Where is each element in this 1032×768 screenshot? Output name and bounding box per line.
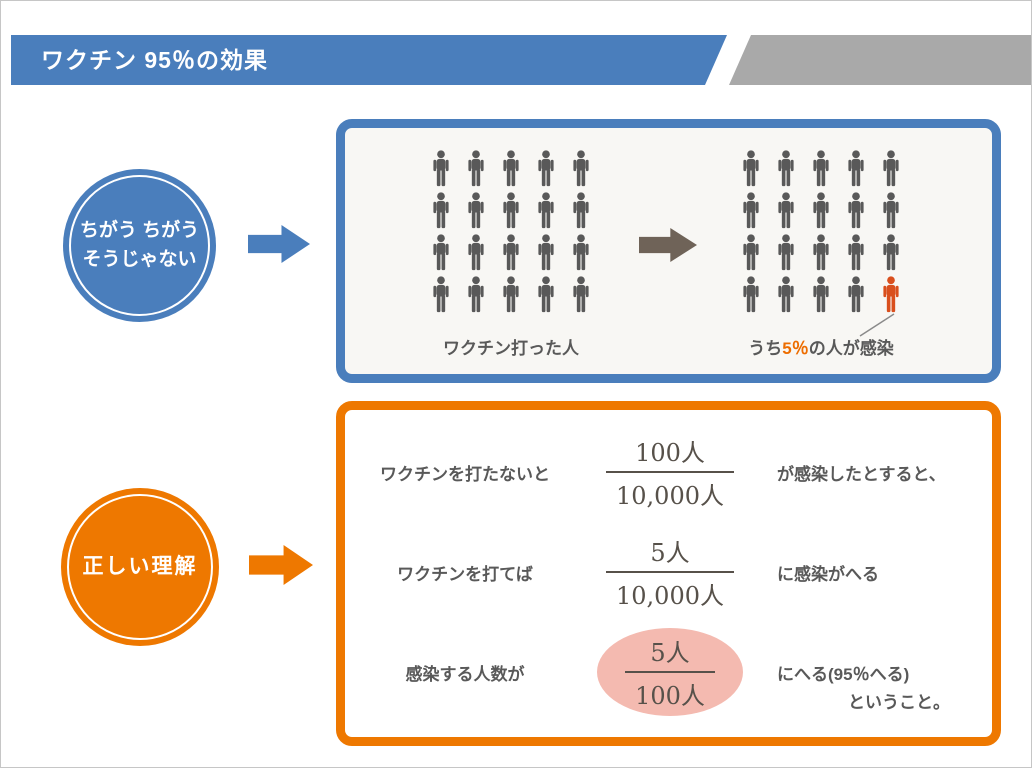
correct-box: ワクチンを打たないと 100人 10,000人 が感染したとすると、 ワクチンを… — [336, 401, 1001, 746]
person-icon — [571, 234, 591, 272]
person-icon — [811, 234, 831, 272]
person-icon — [811, 192, 831, 230]
person-icon — [501, 276, 521, 314]
infected-label: うち5％の人が感染 — [701, 334, 941, 359]
calc-label-no-vaccine: ワクチンを打たないと — [380, 464, 550, 484]
person-icon — [431, 192, 451, 230]
person-icon — [776, 192, 796, 230]
misconception-box: ワクチン打った人 うち5％の人が感染 — [336, 119, 1001, 383]
person-icon — [571, 276, 591, 314]
person-icon — [846, 276, 866, 314]
calc-label-result: 感染する人数が — [405, 664, 525, 684]
person-icon — [466, 150, 486, 188]
leader-line — [859, 313, 895, 337]
person-icon — [536, 276, 556, 314]
title-bar-gray-accent — [729, 35, 1031, 85]
calc-row-vaccine: ワクチンを打てば 5人 10,000人 に感染がへる — [345, 522, 992, 622]
dark-arrow-right-icon — [639, 228, 697, 262]
person-icon — [501, 192, 521, 230]
person-icon — [881, 192, 901, 230]
person-icon — [536, 150, 556, 188]
person-icon — [811, 150, 831, 188]
fraction-numerator: 5人 — [650, 639, 690, 667]
vaccinated-people-grid — [431, 150, 591, 314]
page-title: ワクチン 95％の効果 — [41, 47, 268, 73]
person-icon — [846, 234, 866, 272]
person-icon — [776, 276, 796, 314]
person-icon — [501, 150, 521, 188]
person-icon — [536, 192, 556, 230]
conclusion-text: ということ。 — [848, 693, 950, 712]
infected-label-prefix: うち — [748, 339, 783, 358]
infected-label-suffix: の人が感染 — [808, 339, 894, 358]
correct-circle-ring — [67, 494, 213, 640]
person-icon — [741, 234, 761, 272]
person-icon — [431, 276, 451, 314]
misconception-line1: ちがう ちがう — [79, 220, 200, 241]
fraction-col: 100人 10,000人 — [585, 433, 755, 511]
fraction-col: 5人 10,000人 — [585, 533, 755, 611]
calc-row-no-vaccine: ワクチンを打たないと 100人 10,000人 が感染したとすると、 — [345, 422, 992, 522]
calc-result-no-vaccine: が感染したとすると、 — [777, 464, 946, 484]
fraction-denominator: 10,000人 — [606, 471, 734, 511]
calc-result-result: にへる(95％へる) — [777, 664, 910, 684]
fraction-numerator: 100人 — [635, 439, 705, 467]
fraction-col: 5人 100人 — [585, 628, 755, 716]
person-icon — [776, 234, 796, 272]
misconception-circle-label: ちがう ちがう そうじゃない — [63, 169, 216, 322]
person-icon — [741, 276, 761, 314]
blue-arrow-right-icon — [248, 225, 310, 263]
infected-people-grid — [741, 150, 901, 314]
correct-circle: 正しい理解 — [61, 488, 219, 646]
infected-person-icon — [881, 276, 901, 314]
person-icon — [431, 150, 451, 188]
vaccinated-label: ワクチン打った人 — [443, 339, 579, 358]
calc-result-vaccine: に感染がへる — [777, 564, 879, 584]
person-icon — [536, 234, 556, 272]
person-icon — [466, 192, 486, 230]
person-icon — [846, 150, 866, 188]
fraction-vaccine: 5人 10,000人 — [606, 533, 734, 611]
person-icon — [741, 192, 761, 230]
infected-label-percentage: 5％ — [782, 339, 809, 358]
person-icon — [501, 234, 521, 272]
fraction-denominator: 10,000人 — [606, 571, 734, 611]
fraction-no-vaccine: 100人 10,000人 — [606, 433, 734, 511]
misconception-circle-ring — [69, 175, 210, 316]
correct-circle-label: 正しい理解 — [82, 555, 198, 579]
person-icon — [466, 276, 486, 314]
person-icon — [881, 234, 901, 272]
misconception-circle: ちがう ちがう そうじゃない — [63, 169, 216, 322]
person-icon — [571, 192, 591, 230]
person-icon — [811, 276, 831, 314]
person-icon — [741, 150, 761, 188]
fraction-numerator: 5人 — [650, 539, 690, 567]
orange-arrow-right-icon — [249, 545, 313, 585]
person-icon — [881, 150, 901, 188]
misconception-line2: そうじゃない — [82, 248, 197, 270]
person-icon — [776, 150, 796, 188]
calc-label-vaccine: ワクチンを打てば — [397, 564, 533, 584]
person-icon — [431, 234, 451, 272]
fraction-denominator: 100人 — [625, 671, 715, 711]
person-icon — [571, 150, 591, 188]
title-bar: ワクチン 95％の効果 — [11, 35, 1031, 85]
person-icon — [466, 234, 486, 272]
fraction-result: 5人 100人 — [625, 633, 715, 711]
title-bar-background — [11, 35, 727, 85]
calc-row-result: 感染する人数が 5人 100人 にへる(95％へる) — [345, 622, 992, 722]
person-icon — [846, 192, 866, 230]
